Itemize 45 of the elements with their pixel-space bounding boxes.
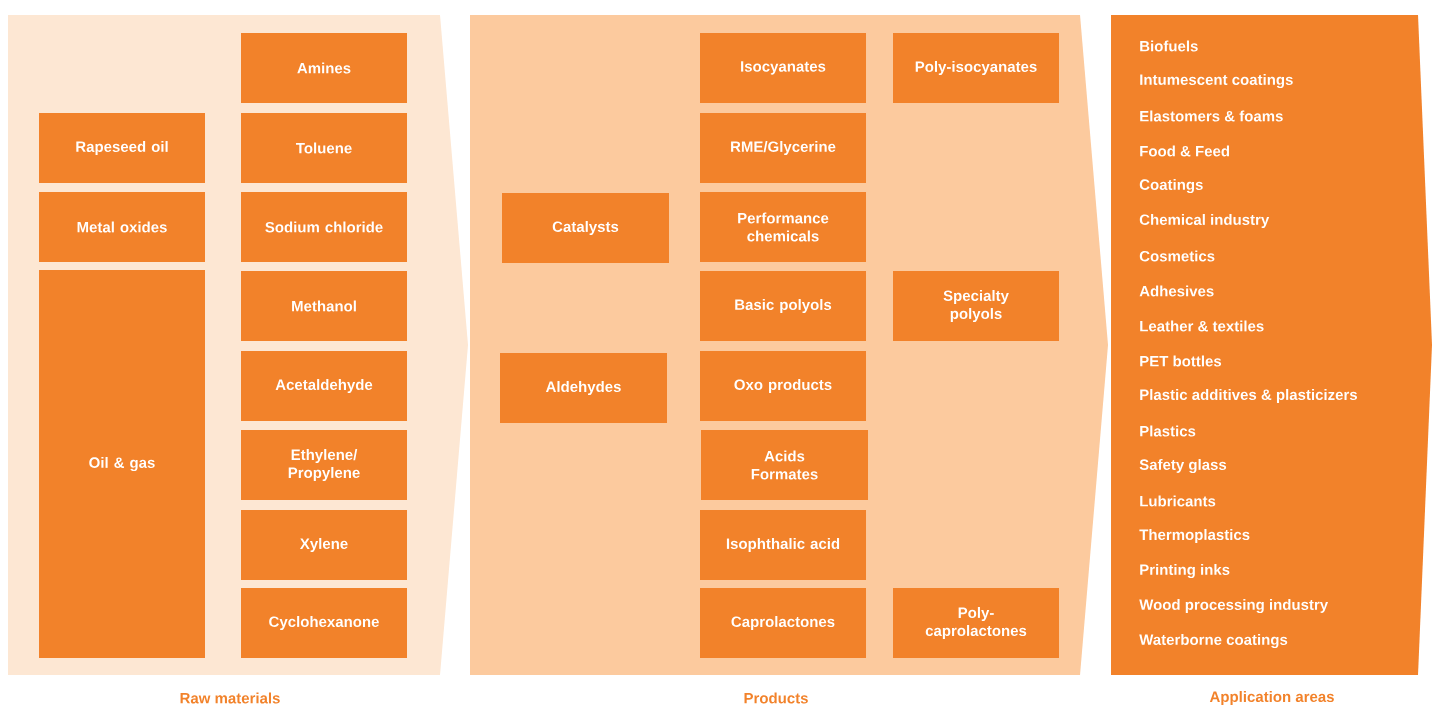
product-box: Metal oxides — [39, 192, 205, 262]
list-item: Leather & textiles — [1140, 320, 1264, 332]
product-box: Ethylene/ Propylene — [241, 430, 407, 500]
product-box: Methanol — [241, 271, 407, 341]
list-item: Wood processing industry — [1139, 599, 1329, 614]
product-box: Sodium chloride — [241, 192, 407, 262]
list-item: PET bottles — [1140, 355, 1222, 367]
product-box: Poly-isocyanates — [893, 33, 1059, 103]
list-item: Coatings — [1139, 178, 1203, 193]
list-item: Plastic additives & plasticizers — [1140, 389, 1357, 403]
list-item: Thermoplastics — [1139, 529, 1250, 543]
product-box: Performance chemicals — [700, 192, 866, 262]
product-box: Basic polyols — [700, 271, 866, 341]
product-box: Poly- caprolactones — [893, 588, 1059, 658]
list-item: Intumescent coatings — [1140, 73, 1293, 88]
product-box: Catalysts — [502, 193, 669, 263]
product-box: Acids Formates — [701, 430, 868, 500]
product-box: Cyclohexanone — [241, 588, 407, 658]
list-item: Cosmetics — [1139, 250, 1215, 262]
product-box: Rapeseed oil — [39, 113, 205, 183]
product-box: Amines — [241, 33, 407, 103]
list-item: Food & Feed — [1140, 145, 1230, 157]
product-box: Oil & gas — [39, 270, 205, 658]
product-box: Xylene — [241, 510, 407, 580]
list-item: Waterborne coatings — [1139, 634, 1288, 649]
list-item: Biofuels — [1140, 40, 1198, 52]
list-item: Safety glass — [1139, 458, 1227, 474]
product-box: Isophthalic acid — [700, 510, 866, 580]
product-box: Specialty polyols — [893, 271, 1059, 341]
product-box: Isocyanates — [700, 33, 866, 103]
list-item: Elastomers & foams — [1140, 110, 1283, 122]
list-item: Chemical industry — [1139, 214, 1270, 228]
list-item: Printing inks — [1140, 563, 1230, 579]
product-box: Aldehydes — [500, 353, 667, 423]
product-box: Acetaldehyde — [241, 351, 407, 421]
section-heading: Raw materials — [180, 692, 280, 704]
product-box: Toluene — [241, 113, 407, 183]
list-item: Plastics — [1140, 425, 1196, 437]
list-item: Adhesives — [1139, 285, 1214, 297]
product-box: RME/Glycerine — [700, 113, 866, 183]
section-heading: Application areas — [1209, 691, 1334, 705]
product-box: Oxo products — [700, 351, 866, 421]
section-heading: Products — [744, 692, 808, 704]
list-item: Lubricants — [1140, 495, 1216, 507]
product-box: Caprolactones — [700, 588, 866, 658]
